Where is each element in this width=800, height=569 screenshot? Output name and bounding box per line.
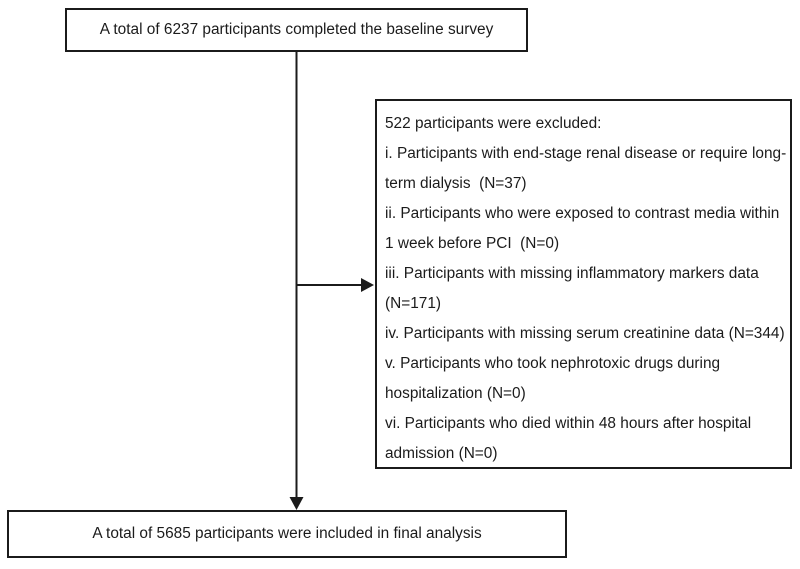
final-analysis-label: A total of 5685 participants were includ… <box>92 525 482 542</box>
exclusion-criteria-box: 522 participants were excluded: i. Parti… <box>375 99 792 469</box>
exclusion-line: i. Participants with end-stage renal dis… <box>385 145 787 162</box>
exclusion-line: term dialysis (N=37) <box>385 175 527 192</box>
baseline-survey-label: A total of 6237 participants completed t… <box>99 21 494 38</box>
baseline-survey-box: A total of 6237 participants completed t… <box>65 8 528 52</box>
exclusion-line: v. Participants who took nephrotoxic dru… <box>385 355 721 372</box>
arrow-head-down-icon <box>289 497 304 510</box>
exclusion-line: admission (N=0) <box>385 445 498 462</box>
final-analysis-box: A total of 5685 participants were includ… <box>7 510 567 558</box>
exclusion-line: (N=171) <box>385 295 442 312</box>
exclusion-line: 1 week before PCI (N=0) <box>385 235 560 252</box>
exclusion-line: vi. Participants who died within 48 hour… <box>385 415 752 432</box>
exclusion-line: ii. Participants who were exposed to con… <box>385 205 780 222</box>
exclusion-line: iv. Participants with missing serum crea… <box>385 325 785 342</box>
exclusion-heading: 522 participants were excluded: <box>385 115 602 132</box>
arrow-head-right-icon <box>361 278 374 292</box>
exclusion-line: iii. Participants with missing inflammat… <box>385 265 759 282</box>
exclusion-line: hospitalization (N=0) <box>385 385 526 402</box>
